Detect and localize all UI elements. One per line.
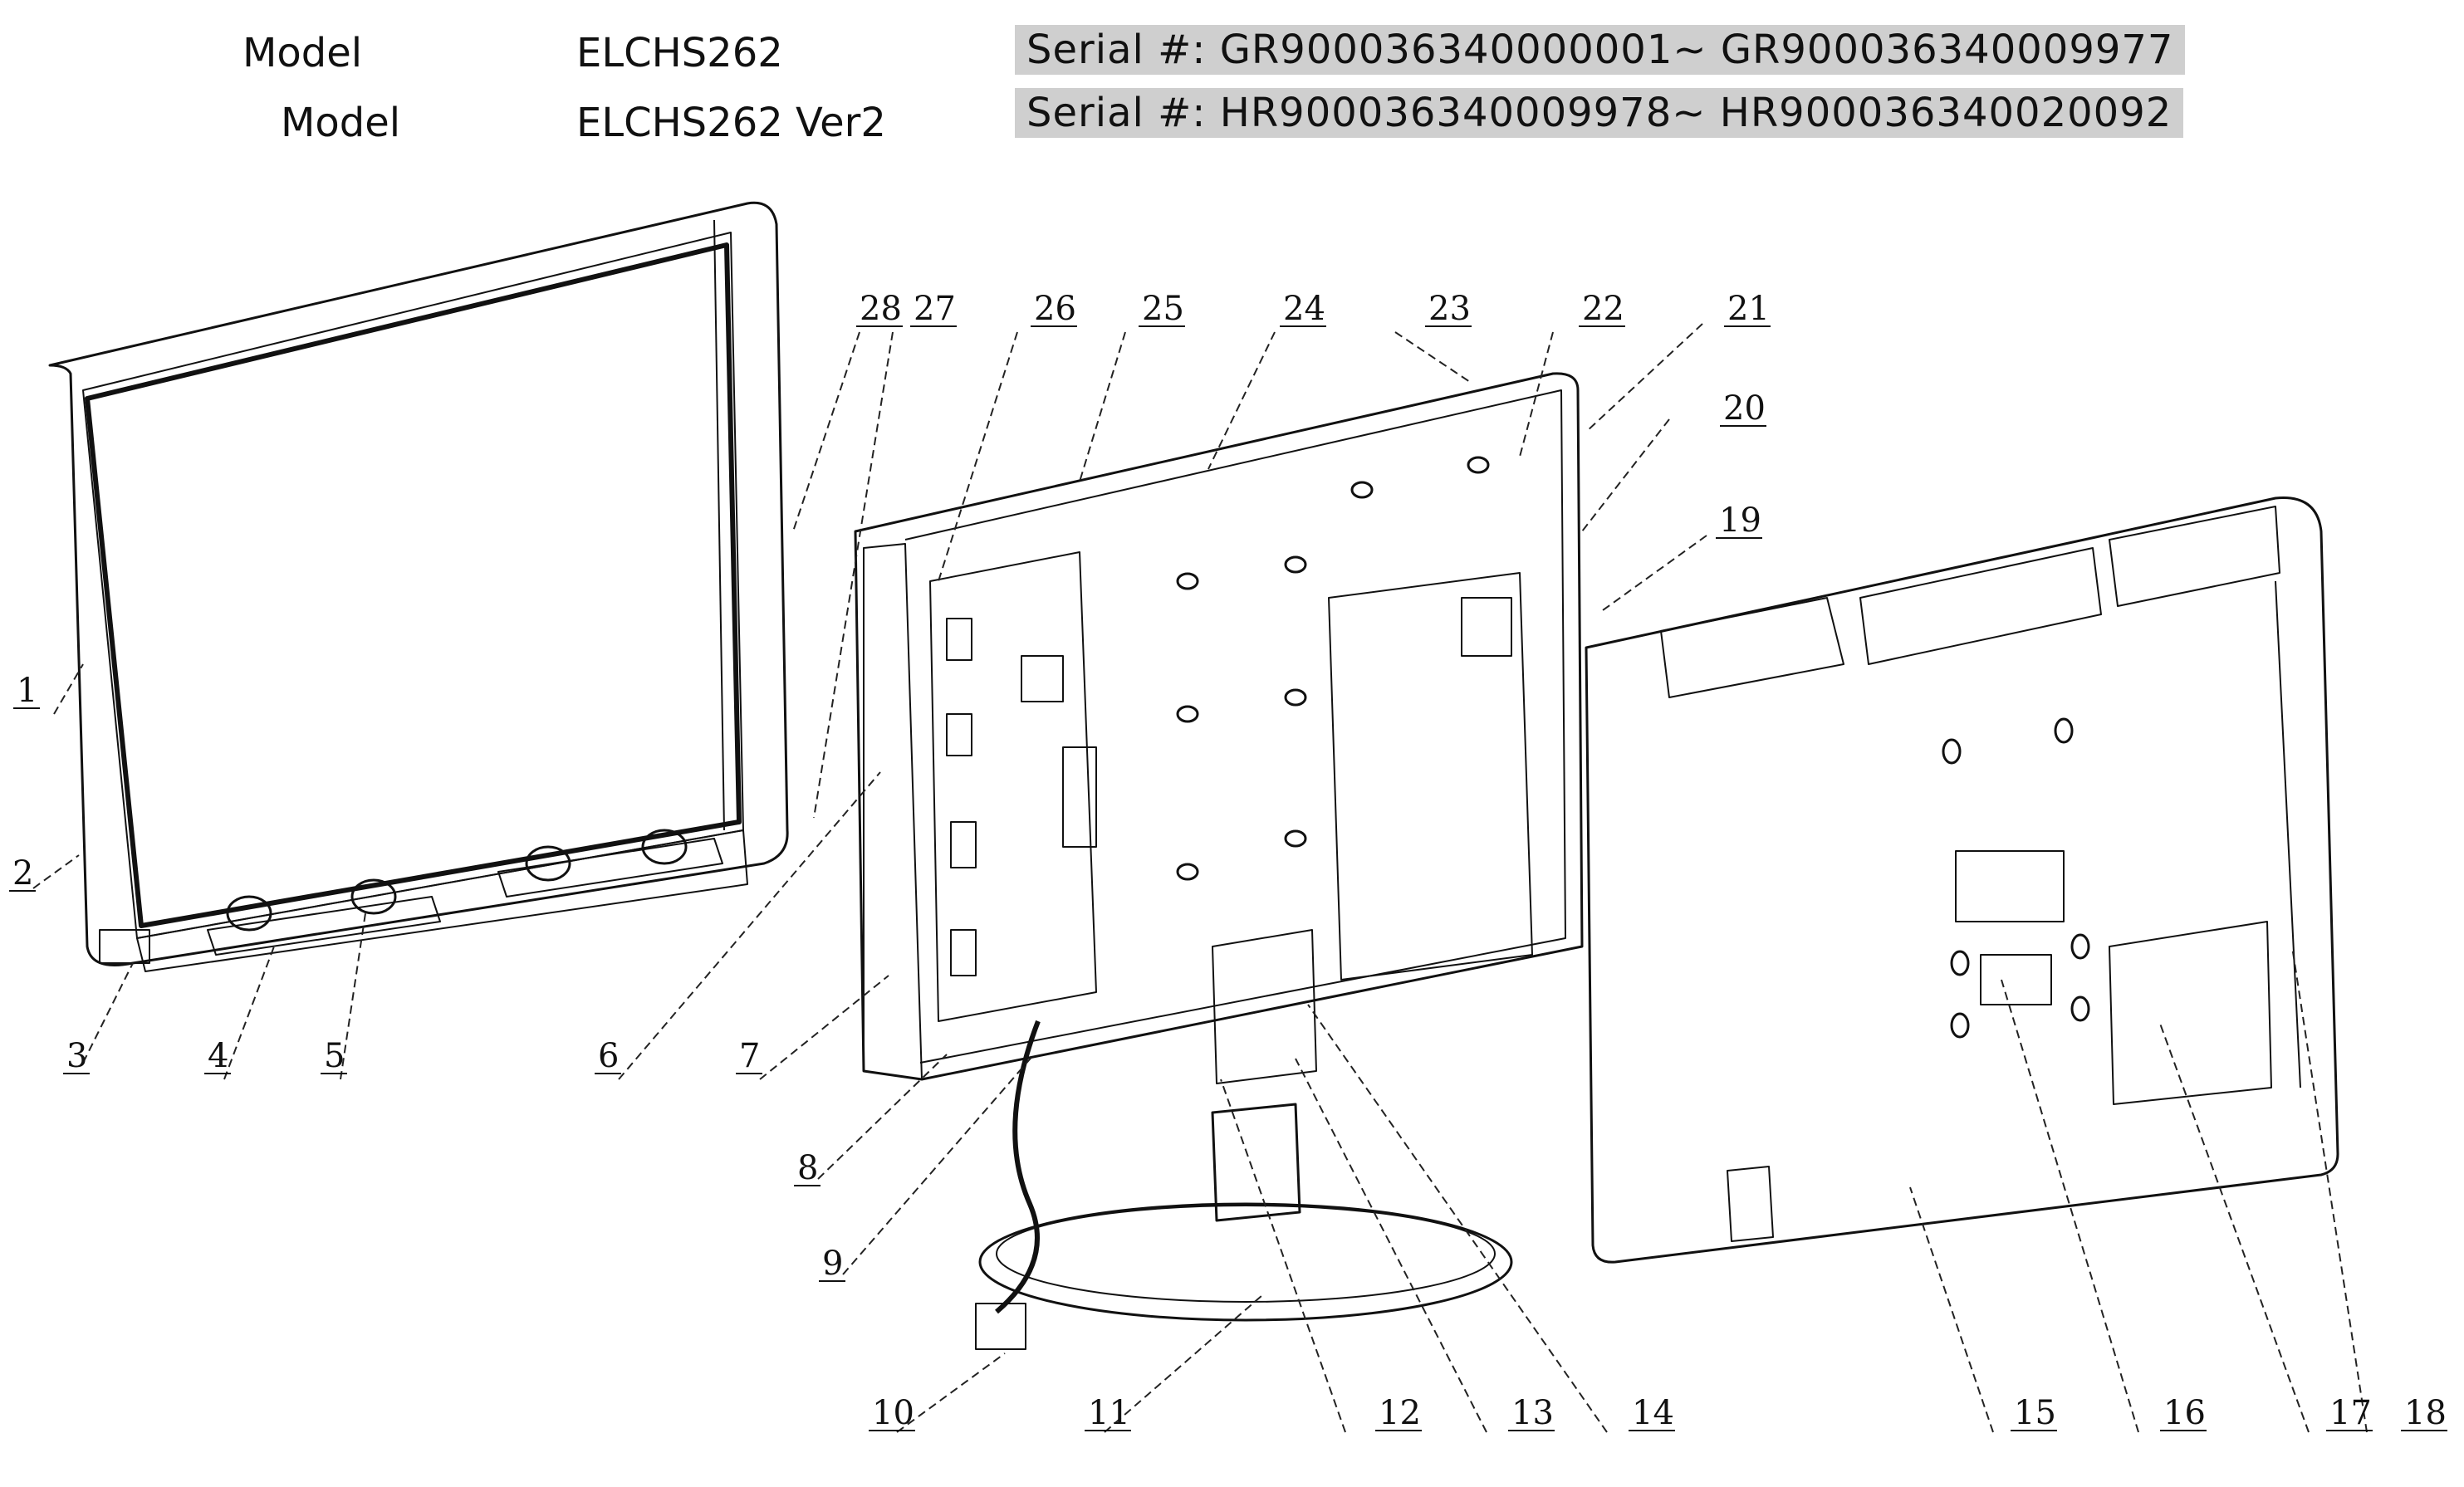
callout-8: 8 (797, 1149, 818, 1187)
callout-25: 25 (1142, 290, 1184, 328)
model-label-2: Model (281, 100, 401, 146)
callout-27: 27 (914, 290, 956, 328)
callout-19: 19 (1719, 501, 1761, 540)
callout-6: 6 (598, 1037, 619, 1075)
callout-22: 22 (1582, 290, 1624, 328)
serial-range-2: Serial #: HR900036340009978~ HR900036340… (1015, 88, 2184, 138)
callout-16: 16 (2163, 1394, 2206, 1432)
model-name-1: ELCHS262 (576, 30, 783, 76)
callout-21: 21 (1727, 290, 1770, 328)
callout-12: 12 (1379, 1394, 1421, 1432)
callout-17: 17 (2329, 1394, 2372, 1432)
chassis-assembly (854, 372, 1584, 1081)
rear-cover (1585, 496, 2339, 1264)
callout-20: 20 (1723, 389, 1766, 428)
callout-11: 11 (1088, 1394, 1130, 1432)
callout-13: 13 (1511, 1394, 1554, 1432)
callout-5: 5 (324, 1037, 345, 1075)
callout-14: 14 (1632, 1394, 1674, 1432)
model-name-2: ELCHS262 Ver2 (576, 100, 886, 146)
callout-4: 4 (208, 1037, 228, 1075)
callout-23: 23 (1428, 290, 1471, 328)
callout-10: 10 (872, 1394, 914, 1432)
callout-1: 1 (17, 672, 37, 710)
model-label-1: Model (242, 30, 363, 76)
callout-7: 7 (739, 1037, 760, 1075)
serial-range-1: Serial #: GR900036340000001~ GR900036340… (1015, 25, 2186, 75)
stand (975, 929, 1513, 1350)
callout-18: 18 (2404, 1394, 2447, 1432)
front-bezel (48, 201, 789, 972)
callout-28: 28 (860, 290, 902, 328)
callout-2: 2 (12, 854, 33, 893)
callout-24: 24 (1283, 290, 1325, 328)
callout-15: 15 (2014, 1394, 2056, 1432)
callout-9: 9 (822, 1245, 843, 1283)
callout-26: 26 (1034, 290, 1076, 328)
callout-3: 3 (66, 1037, 87, 1075)
